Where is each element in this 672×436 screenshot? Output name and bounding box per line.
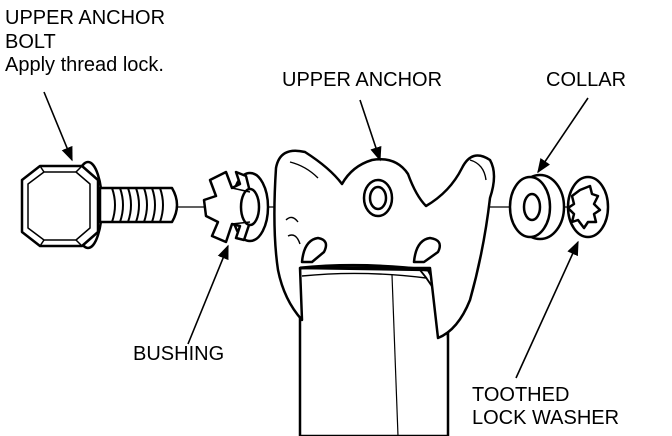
upper-anchor xyxy=(273,149,496,436)
label-upper-anchor-bolt-line2: BOLT xyxy=(5,31,56,53)
label-collar: COLLAR xyxy=(546,69,627,91)
collar xyxy=(508,173,566,241)
leader-bushing xyxy=(187,244,229,345)
leader-toothed-lock-washer xyxy=(515,240,579,379)
toothed-lock-washer xyxy=(566,175,610,239)
upper-anchor-bolt xyxy=(20,160,179,250)
leader-collar xyxy=(537,97,589,174)
label-toothed-lock-washer-line2: LOCK WASHER xyxy=(472,407,620,429)
leader-upper-anchor-bolt xyxy=(43,91,73,162)
label-toothed-lock-washer-line1: TOOTHED xyxy=(472,384,570,406)
leader-lines xyxy=(43,91,589,379)
label-upper-anchor-bolt-line1: UPPER ANCHOR xyxy=(5,7,166,29)
label-bushing: BUSHING xyxy=(133,343,225,365)
label-upper-anchor: UPPER ANCHOR xyxy=(282,69,443,91)
label-upper-anchor-bolt-note: Apply thread lock. xyxy=(5,54,164,76)
leader-upper-anchor xyxy=(359,99,382,162)
bushing xyxy=(202,170,270,244)
